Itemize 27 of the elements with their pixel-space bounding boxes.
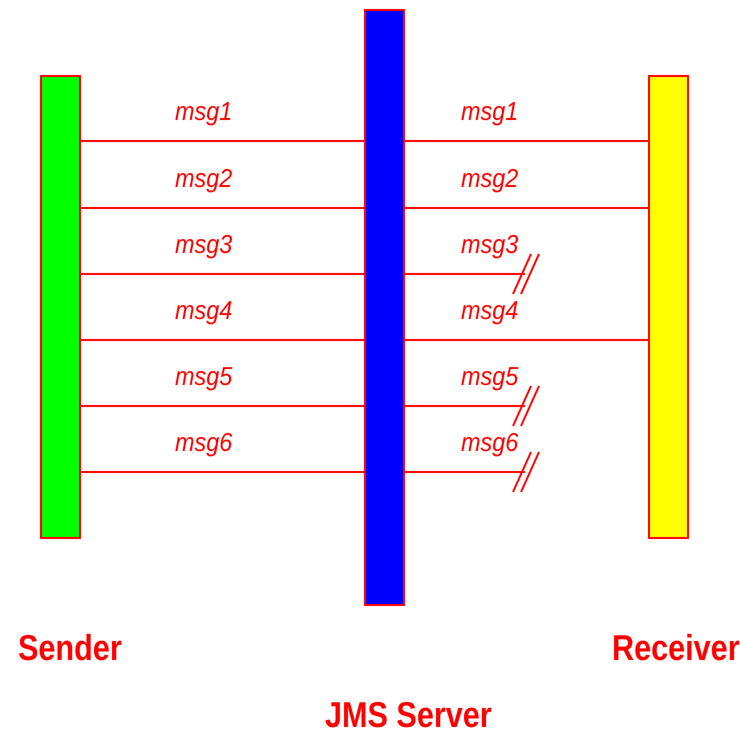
message-line [405, 339, 648, 341]
edge-label: msg4 [175, 296, 232, 324]
participant-label: Sender [18, 628, 122, 668]
edge-label: msg2 [175, 164, 232, 192]
edge-label: msg1 [461, 97, 518, 125]
message-line [405, 207, 648, 209]
message-line [81, 405, 364, 407]
edge-label: msg4 [461, 296, 518, 324]
participant-label: Receiver [612, 628, 740, 668]
edge-label: msg5 [175, 362, 232, 390]
edge-label: msg3 [461, 230, 518, 258]
broken-message-line [405, 385, 540, 427]
broken-message-line [405, 253, 540, 295]
edge-label: msg6 [461, 428, 518, 456]
message-line [81, 207, 364, 209]
edge-label: msg5 [461, 362, 518, 390]
message-line [81, 339, 364, 341]
message-line [81, 140, 364, 142]
participant-label: JMS Server [325, 695, 492, 735]
message-line [405, 140, 648, 142]
broken-message-line [405, 451, 540, 493]
edge-label: msg2 [461, 164, 518, 192]
message-line [81, 471, 364, 473]
message-line [81, 273, 364, 275]
edge-label: msg3 [175, 230, 232, 258]
edge-label: msg1 [175, 97, 232, 125]
edge-label: msg6 [175, 428, 232, 456]
